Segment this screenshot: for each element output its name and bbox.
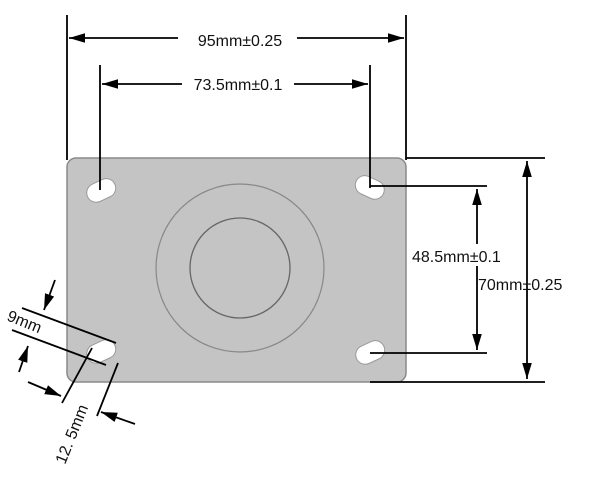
slot-width-label: 9mm (5, 308, 44, 337)
slot-width-dimension (11, 279, 117, 373)
hole-height-dimension (370, 185, 487, 354)
hole-width-dimension (99, 65, 371, 190)
hole-height-label: 48.5mm±0.1 (412, 249, 501, 266)
overall-width-dimension (66, 15, 407, 160)
overall-height-label: 70mm±0.25 (478, 277, 562, 294)
hole-width-label: 73.5mm±0.1 (194, 77, 283, 94)
overall-width-label: 95mm±0.25 (198, 33, 282, 50)
outer-ring (155, 183, 325, 353)
slot-length-dimension (27, 347, 136, 425)
inner-ring (189, 217, 291, 319)
slot-length-label: 12. 5mm (53, 402, 92, 466)
overall-height-dimension (370, 157, 545, 383)
slot-top-left (86, 178, 117, 203)
mounting-plate (66, 157, 407, 383)
